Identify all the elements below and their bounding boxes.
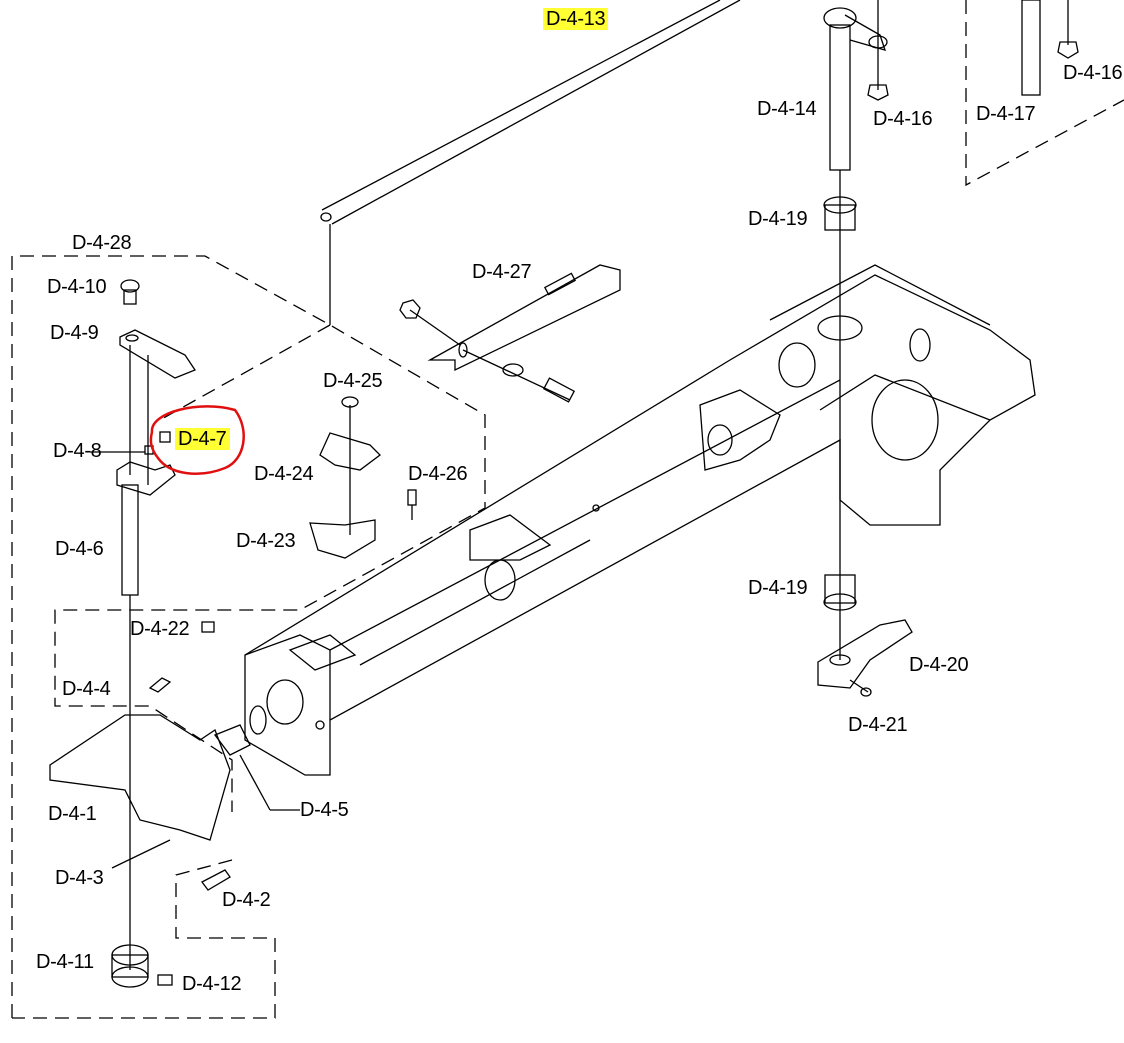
part-label-d4-28: D-4-28 — [72, 232, 132, 254]
part-label-d4-5: D-4-5 — [300, 799, 349, 821]
part-label-d4-9: D-4-9 — [50, 322, 99, 344]
part-label-d4-6: D-4-6 — [55, 538, 104, 560]
shaft-d4-17 — [1021, 0, 1079, 96]
part-label-d4-26: D-4-26 — [408, 463, 468, 485]
crank-arm-d4-20 — [817, 619, 913, 697]
group-box-d4-28 — [11, 0, 1124, 1019]
parts-d4-23-to-26 — [309, 396, 417, 559]
highlight-circle — [149, 405, 245, 475]
part-label-d4-3: D-4-3 — [55, 867, 104, 889]
part-label-d4-24: D-4-24 — [254, 463, 314, 485]
part-label-d4-27: D-4-27 — [472, 261, 532, 283]
vertical-shaft-d4-14 — [823, 0, 889, 660]
part-label-d4-22: D-4-22 — [130, 618, 190, 640]
part-label-d4-16-right: D-4-16 — [1063, 62, 1123, 84]
part-label-d4-13: D-4-13 — [543, 8, 609, 30]
part-label-d4-19-lower: D-4-19 — [748, 577, 808, 599]
part-label-d4-12: D-4-12 — [182, 973, 242, 995]
part-label-d4-11: D-4-11 — [36, 951, 94, 973]
bracket-d4-27 — [399, 264, 621, 403]
needle-bar-parts — [49, 279, 300, 988]
part-label-d4-4: D-4-4 — [62, 678, 111, 700]
part-label-d4-1: D-4-1 — [48, 803, 97, 825]
part-label-d4-21: D-4-21 — [848, 714, 908, 736]
part-label-d4-10: D-4-10 — [47, 276, 107, 298]
part-label-d4-8: D-4-8 — [53, 440, 102, 462]
part-label-d4-17: D-4-17 — [976, 103, 1036, 125]
part-label-d4-2: D-4-2 — [222, 889, 271, 911]
part-label-d4-7: D-4-7 — [175, 428, 230, 450]
part-label-d4-19-upper: D-4-19 — [748, 208, 808, 230]
part-label-d4-16: D-4-16 — [873, 108, 933, 130]
part-label-d4-20: D-4-20 — [909, 654, 969, 676]
part-label-d4-23: D-4-23 — [236, 530, 296, 552]
part-label-d4-14: D-4-14 — [757, 98, 817, 120]
part-label-d4-25: D-4-25 — [323, 370, 383, 392]
main-frame-body — [244, 264, 1036, 776]
connecting-rod — [159, 0, 741, 421]
